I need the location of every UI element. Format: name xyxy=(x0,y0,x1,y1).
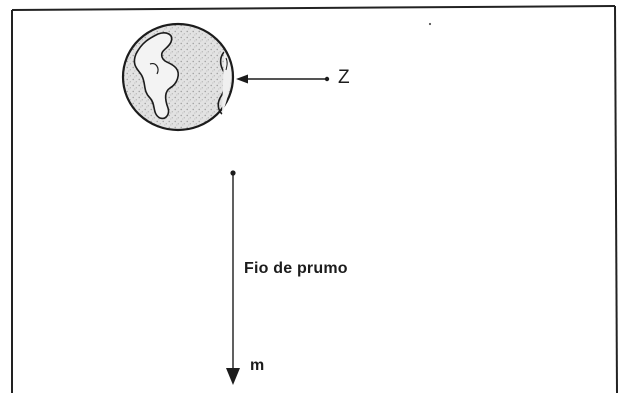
speck xyxy=(429,23,431,25)
mass-label: m xyxy=(250,358,264,374)
plumb-line xyxy=(226,170,240,385)
diagram-border xyxy=(12,6,617,393)
earth-globe-icon xyxy=(123,24,233,130)
plumb-line-label: Fio de prumo xyxy=(244,261,348,277)
zenith-arrow xyxy=(236,75,329,84)
zenith-label: Z xyxy=(338,68,350,87)
plumb-arrowhead xyxy=(226,368,240,385)
